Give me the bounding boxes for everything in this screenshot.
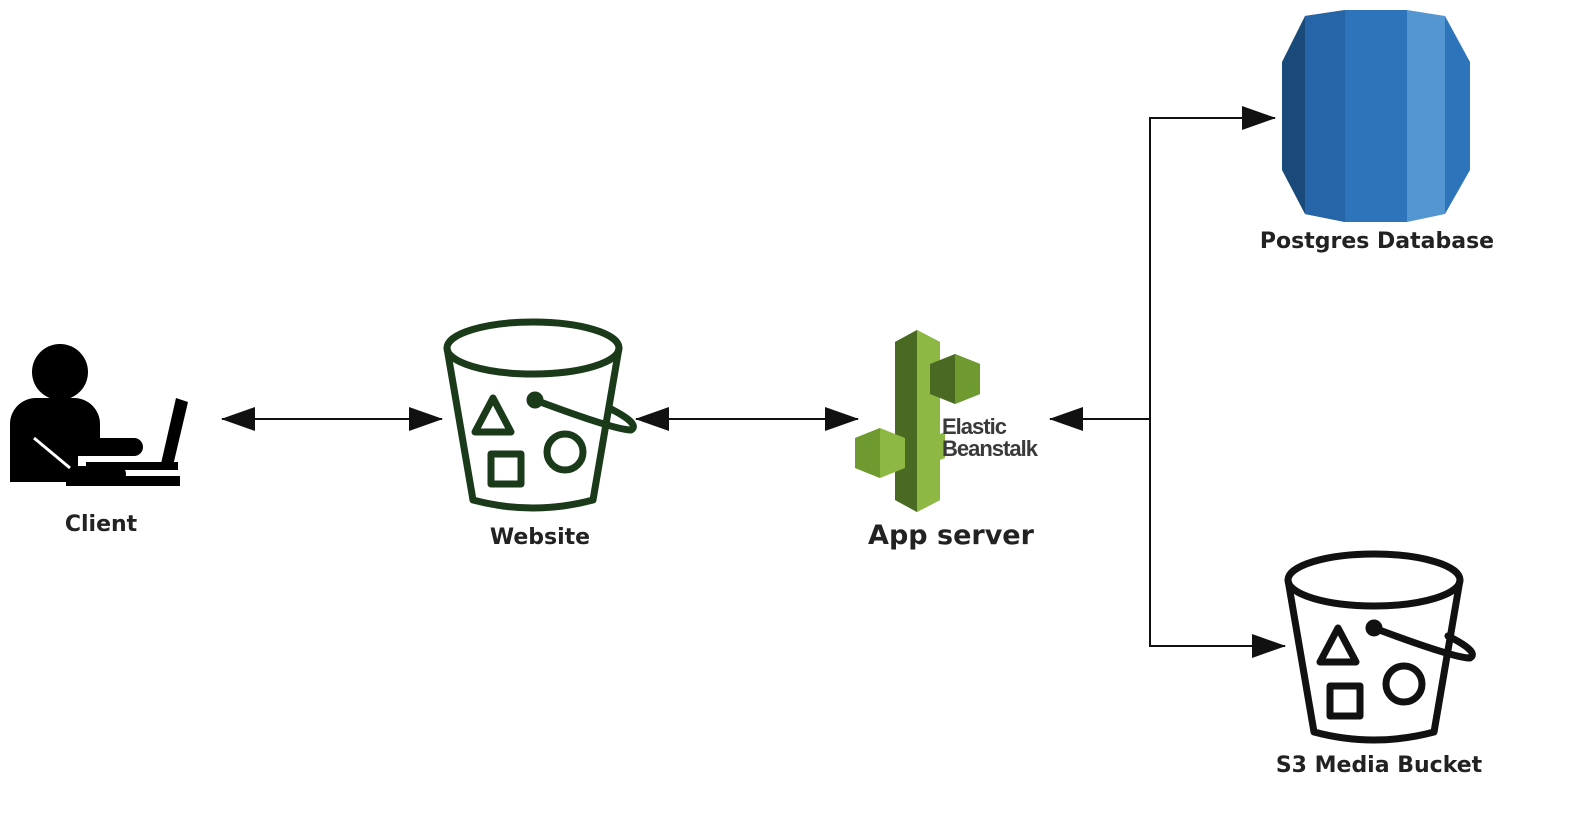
s3-bucket-icon [443,318,637,512]
rds-database-icon [1282,10,1470,222]
logo-line-elastic: Elastic [942,414,1007,439]
database-label: Postgres Database [1259,229,1495,254]
edge-app-server-branch [1049,106,1286,658]
logo-line-beanstalk: Beanstalk [942,436,1038,461]
elastic-beanstalk-logo-text: Elastic Beanstalk [942,414,1038,461]
media-bucket-label: S3 Media Bucket [1275,753,1483,778]
app-server-label: App server [868,520,1034,551]
user-laptop-icon [10,344,188,486]
media-bucket-icon [1284,550,1476,744]
elastic-beanstalk-icon [855,330,980,512]
website-label: Website [489,525,591,550]
client-label: Client [64,512,138,537]
